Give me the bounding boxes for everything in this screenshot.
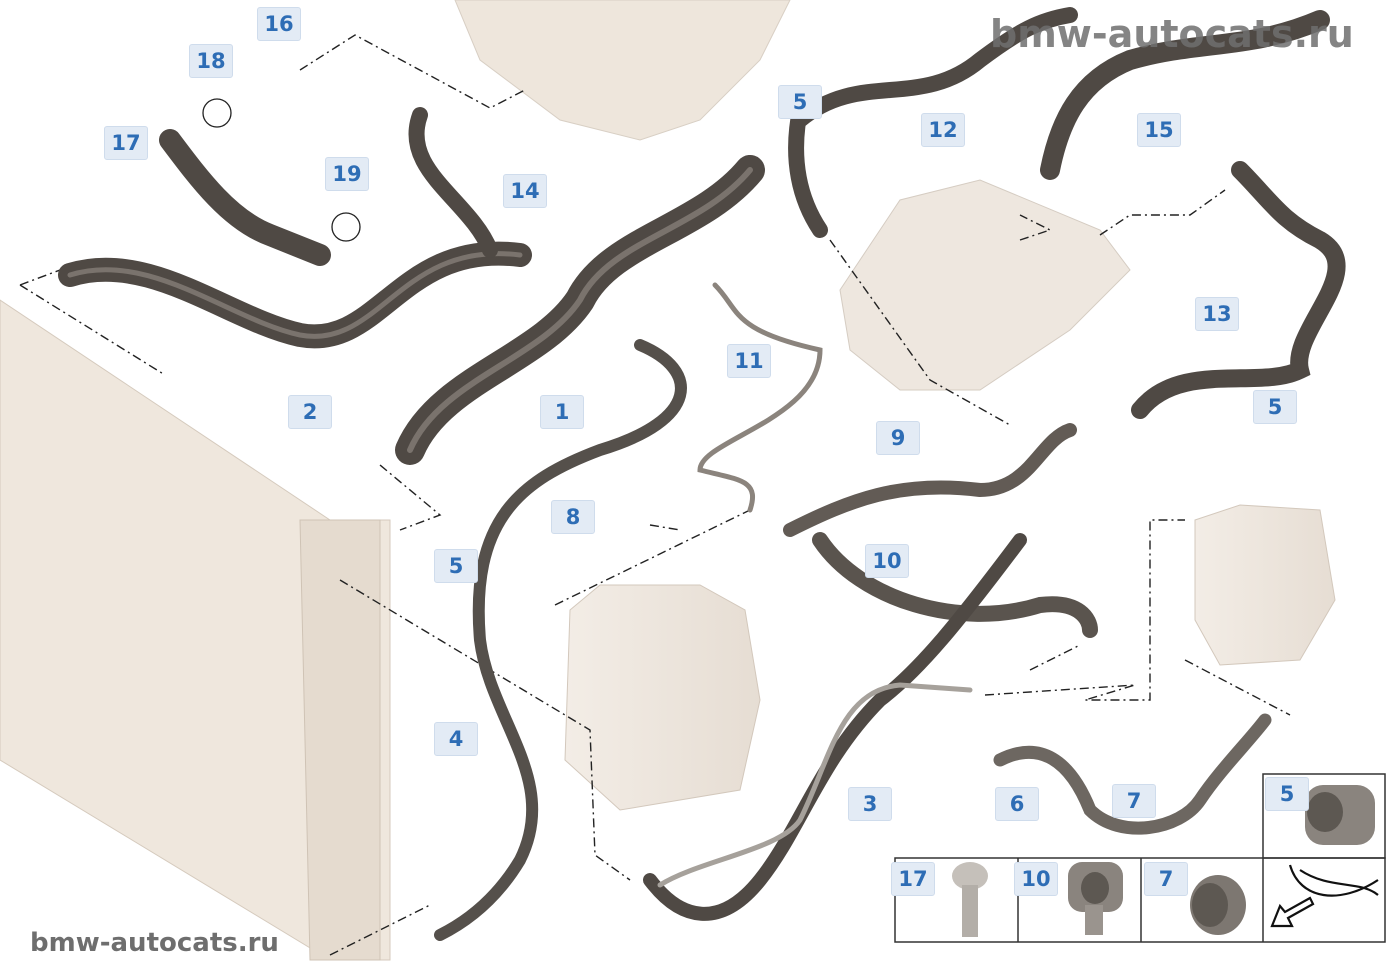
- clip-markers: [202, 98, 361, 242]
- hose-9: [783, 423, 1077, 537]
- callout-11[interactable]: 11: [727, 344, 771, 378]
- legend-grid: [894, 773, 1386, 943]
- callout-8[interactable]: 8: [551, 500, 595, 534]
- watermark-top: bmw-autocats.ru: [990, 12, 1354, 56]
- hose-12: [788, 7, 1078, 238]
- bolt-17-image: [952, 862, 988, 937]
- pipe-3: [657, 682, 973, 888]
- callout-18[interactable]: 18: [189, 44, 233, 78]
- leader-lines: [19, 34, 1291, 956]
- callout-9[interactable]: 9: [876, 421, 920, 455]
- callout-7[interactable]: 7: [1112, 784, 1156, 818]
- hoses: [58, 7, 1346, 941]
- hose-2: [58, 241, 532, 349]
- engine-head-image: [454, 0, 791, 141]
- legend-label-10[interactable]: 10: [1014, 862, 1058, 896]
- pipe-11: [697, 282, 823, 513]
- callout-16[interactable]: 16: [257, 7, 301, 41]
- water-pump-image: [839, 179, 1131, 391]
- callout-17[interactable]: 17: [104, 126, 148, 160]
- callout-10[interactable]: 10: [865, 544, 909, 578]
- callout-2[interactable]: 2: [288, 395, 332, 429]
- callout-5-right[interactable]: 5: [1253, 390, 1297, 424]
- hose-16: [159, 129, 331, 266]
- callout-4[interactable]: 4: [434, 722, 478, 756]
- watermark-bottom: bmw-autocats.ru: [30, 928, 279, 958]
- legend-label-7[interactable]: 7: [1144, 862, 1188, 896]
- callout-19[interactable]: 19: [325, 157, 369, 191]
- hose-upper: [408, 107, 498, 258]
- hose-15: [1040, 10, 1330, 180]
- callout-14[interactable]: 14: [503, 174, 547, 208]
- callout-5-top[interactable]: 5: [778, 85, 822, 119]
- callout-1[interactable]: 1: [540, 395, 584, 429]
- hose-6: [993, 713, 1272, 835]
- hose-4: [434, 339, 687, 941]
- callout-5-left[interactable]: 5: [434, 549, 478, 583]
- radiator-image: [0, 299, 391, 961]
- clamp-7-image: [1190, 875, 1246, 935]
- hose-13: [1131, 161, 1346, 419]
- callout-6[interactable]: 6: [995, 787, 1039, 821]
- expansion-tank-image: [564, 584, 761, 811]
- callout-12[interactable]: 12: [921, 113, 965, 147]
- callout-13[interactable]: 13: [1195, 297, 1239, 331]
- hose-10: [812, 532, 1098, 638]
- clamp-10-image: [1068, 862, 1123, 935]
- callout-3[interactable]: 3: [848, 787, 892, 821]
- front-vehicle-arrow-icon: [1270, 864, 1379, 928]
- callout-15[interactable]: 15: [1137, 113, 1181, 147]
- clamp-5-image: [1305, 785, 1375, 845]
- expansion-tank-2-image: [1194, 504, 1336, 666]
- legend-label-5[interactable]: 5: [1265, 777, 1309, 811]
- legend-label-17[interactable]: 17: [891, 862, 935, 896]
